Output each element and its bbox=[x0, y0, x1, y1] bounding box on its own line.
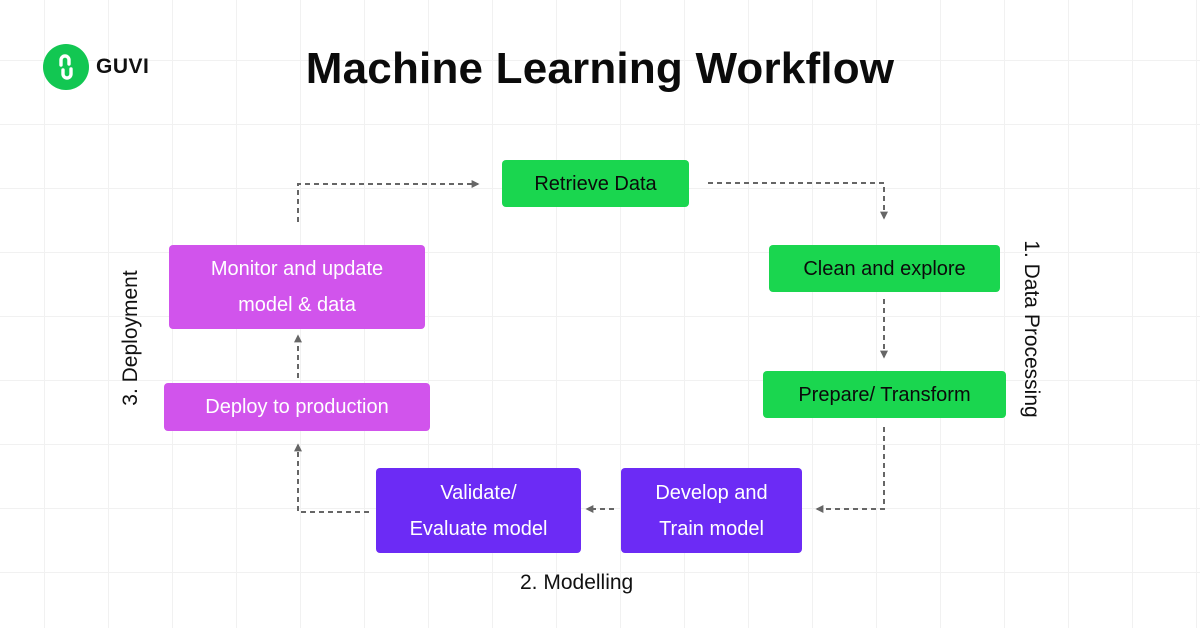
arrow-validate-to-deploy bbox=[294, 443, 369, 513]
validate-evaluate-step: Validate/ Evaluate model bbox=[376, 468, 581, 553]
develop-train-step: Develop and Train model bbox=[621, 468, 802, 553]
monitor-update-step: Monitor and update model & data bbox=[169, 245, 425, 329]
page-title: Machine Learning Workflow bbox=[305, 44, 895, 93]
prepare-transform-step: Prepare/ Transform bbox=[763, 371, 1006, 418]
clean-explore-step: Clean and explore bbox=[769, 245, 1000, 292]
guvi-logo-icon bbox=[43, 44, 89, 90]
phase-label-data-processing: 1. Data Processing bbox=[1020, 240, 1043, 418]
arrow-retrieve-to-clean bbox=[708, 182, 888, 220]
phase-label-deployment: 3. Deployment bbox=[119, 270, 142, 406]
brand-logo: GUVI bbox=[43, 44, 149, 90]
deploy-production-step: Deploy to production bbox=[164, 383, 430, 431]
brand-name: GUVI bbox=[96, 55, 150, 78]
phase-label-modelling: 2. Modelling bbox=[520, 571, 634, 594]
arrow-monitor-to-retrieve bbox=[297, 180, 480, 222]
arrow-prepare-to-develop bbox=[815, 427, 885, 513]
retrieve-data-step: Retrieve Data bbox=[502, 160, 689, 207]
